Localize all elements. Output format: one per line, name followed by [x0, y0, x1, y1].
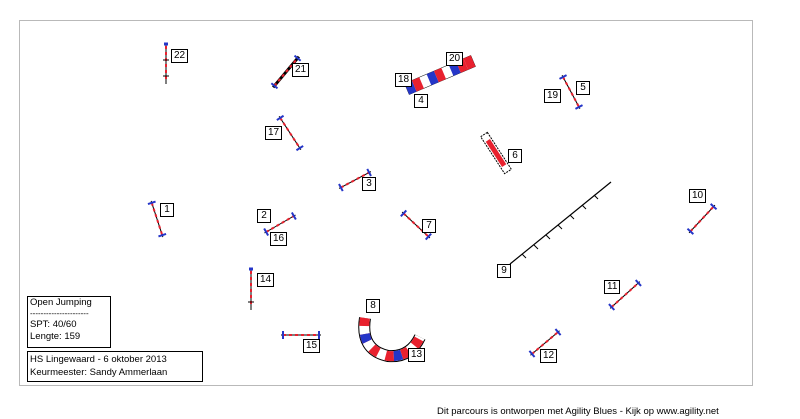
label-16: 16: [270, 232, 288, 246]
label-18: 18: [395, 73, 413, 87]
event-info-box: HS Lingewaard - 6 oktober 2013 Keurmeest…: [27, 351, 203, 382]
jump-1: [147, 200, 167, 238]
label-20: 20: [446, 52, 464, 66]
jump-11: [608, 279, 642, 311]
info-separator: ----------------------: [30, 309, 89, 318]
label-19: 19: [544, 89, 562, 103]
label-6: 6: [508, 149, 522, 163]
jump-3: [338, 168, 372, 192]
label-22: 22: [171, 49, 189, 63]
jump-21: [270, 54, 302, 90]
footer-credit: Dit parcours is ontworpen met Agility Bl…: [437, 406, 719, 417]
judge-name: Keurmeester: Sandy Ammerlaan: [30, 367, 168, 378]
label-8: 8: [366, 299, 380, 313]
spt-value: SPT: 40/60: [30, 319, 77, 330]
course-length: Lengte: 159: [30, 331, 81, 342]
event-title: HS Lingewaard - 6 oktober 2013: [30, 354, 167, 365]
label-15: 15: [303, 339, 321, 353]
tunnel-8: [358, 317, 426, 363]
tunnel-4: [404, 55, 476, 95]
jump-2: [263, 212, 297, 236]
label-17: 17: [265, 126, 283, 140]
label-3: 3: [362, 177, 376, 191]
jump-12: [528, 328, 562, 358]
label-14: 14: [257, 273, 275, 287]
obstacle-6: [479, 131, 513, 175]
label-2: 2: [257, 209, 271, 223]
course-info-box: Open Jumping ---------------------- SPT:…: [27, 296, 111, 348]
class-name: Open Jumping: [30, 297, 92, 308]
jump-14: [248, 267, 254, 310]
label-5: 5: [576, 81, 590, 95]
jump-5: [559, 74, 583, 110]
jump-15: [281, 331, 321, 339]
label-1: 1: [160, 203, 174, 217]
jump-7: [400, 209, 432, 241]
jump-22: [163, 42, 169, 84]
label-21: 21: [292, 63, 310, 77]
course-map: [19, 20, 753, 386]
label-10: 10: [689, 189, 707, 203]
label-7: 7: [422, 219, 436, 233]
jump-17: [276, 114, 304, 152]
obstacle-9: [509, 181, 612, 265]
jump-10: [686, 203, 718, 235]
label-9: 9: [497, 264, 511, 278]
label-4: 4: [414, 94, 428, 108]
label-12: 12: [540, 349, 558, 363]
label-11: 11: [604, 280, 621, 294]
label-13: 13: [408, 348, 426, 362]
